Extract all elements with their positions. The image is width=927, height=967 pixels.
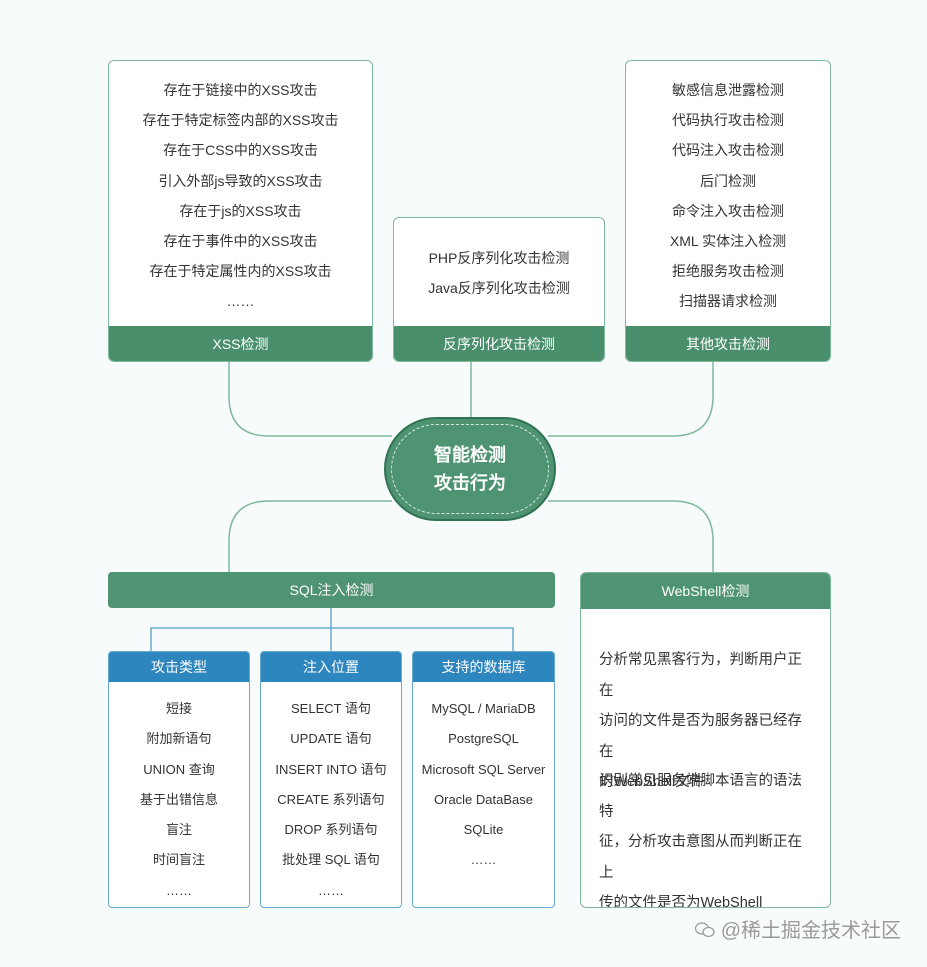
attack-type-item: 基于出错信息 bbox=[139, 791, 218, 807]
sql-attack-types-card: 攻击类型 短接 附加新语句 UNION 查询 基于出错信息 盲注 时间盲注 …… bbox=[108, 651, 250, 908]
xss-item: 存在于链接中的XSS攻击 bbox=[163, 82, 318, 98]
other-item: 命令注入攻击检测 bbox=[672, 202, 784, 219]
watermark: @稀土掘金技术社区 bbox=[694, 914, 901, 943]
database-item: Microsoft SQL Server bbox=[421, 761, 546, 777]
watermark-text: @稀土掘金技术社区 bbox=[720, 920, 901, 942]
xss-card: 存在于链接中的XSS攻击 存在于特定标签内部的XSS攻击 存在于CSS中的XSS… bbox=[108, 60, 373, 362]
position-item: CREATE 系列语句 bbox=[277, 791, 385, 807]
position-item: 批处理 SQL 语句 bbox=[282, 852, 380, 868]
other-item: 代码执行攻击检测 bbox=[672, 112, 784, 129]
sql-positions-list: SELECT 语句 UPDATE 语句 INSERT INTO 语句 CREAT… bbox=[261, 682, 401, 906]
xss-item: 存在于特定标签内部的XSS攻击 bbox=[142, 112, 339, 129]
xss-item: 存在于js的XSS攻击 bbox=[179, 202, 302, 219]
webshell-text-line: 的WebShell文件 bbox=[599, 774, 705, 790]
webshell-text-line: 访问的文件是否为服务器已经存在 bbox=[599, 713, 802, 760]
xss-title: XSS检测 bbox=[109, 326, 372, 361]
database-item: …… bbox=[470, 852, 497, 868]
center-label: 智能检测 攻击行为 bbox=[434, 441, 506, 497]
webshell-text-line: 分析常见黑客行为，判断用户正在 bbox=[599, 652, 802, 699]
webshell-paragraph-2: 识别常见服务端脚本语言的语法特 征，分析攻击意图从而判断正在上 传的文件是否为W… bbox=[599, 766, 816, 908]
center-node: 智能检测 攻击行为 bbox=[384, 417, 556, 521]
webshell-text-line: 识别常见服务端脚本语言的语法特 bbox=[599, 773, 802, 820]
other-item: 扫描器请求检测 bbox=[679, 293, 777, 310]
attack-type-item: 盲注 bbox=[165, 822, 192, 838]
position-item: DROP 系列语句 bbox=[284, 822, 378, 838]
connector-other bbox=[548, 361, 714, 437]
sql-title: SQL注入检测 bbox=[108, 572, 555, 608]
xss-item: 引入外部js导致的XSS攻击 bbox=[158, 172, 323, 189]
position-item: SELECT 语句 bbox=[291, 701, 371, 716]
deser-title: 反序列化攻击检测 bbox=[394, 326, 604, 361]
webshell-text-line: 征，分析攻击意图从而判断正在上 bbox=[599, 834, 802, 881]
connector-xss bbox=[228, 361, 392, 437]
other-title: 其他攻击检测 bbox=[626, 326, 830, 361]
center-line-1: 智能检测 bbox=[434, 445, 506, 465]
other-card: 敏感信息泄露检测 代码执行攻击检测 代码注入攻击检测 后门检测 命令注入攻击检测… bbox=[625, 60, 831, 362]
other-item: 后门检测 bbox=[700, 172, 756, 189]
deser-list: PHP反序列化攻击检测 Java反序列化攻击检测 bbox=[394, 243, 604, 303]
database-item: Oracle DataBase bbox=[434, 791, 533, 807]
connector-sql bbox=[228, 500, 392, 573]
database-item: MySQL / MariaDB bbox=[431, 701, 536, 716]
position-item: INSERT INTO 语句 bbox=[275, 761, 387, 777]
position-item: UPDATE 语句 bbox=[290, 731, 372, 747]
wechat-icon bbox=[694, 921, 715, 937]
xss-list: 存在于链接中的XSS攻击 存在于特定标签内部的XSS攻击 存在于CSS中的XSS… bbox=[109, 75, 372, 317]
attack-type-item: …… bbox=[166, 882, 192, 898]
connector-webshell bbox=[548, 500, 714, 573]
sql-attack-types-title: 攻击类型 bbox=[109, 652, 249, 682]
other-item: XML 实体注入检测 bbox=[669, 232, 787, 249]
attack-type-item: UNION 查询 bbox=[143, 761, 215, 777]
deser-card: PHP反序列化攻击检测 Java反序列化攻击检测 反序列化攻击检测 bbox=[393, 217, 605, 362]
database-item: SQLite bbox=[463, 822, 504, 838]
other-item: 拒绝服务攻击检测 bbox=[672, 263, 784, 280]
attack-type-item: 短接 bbox=[165, 701, 192, 716]
webshell-title: WebShell检测 bbox=[581, 573, 830, 609]
connector-sql-branch bbox=[150, 627, 514, 651]
webshell-paragraph-1: 分析常见黑客行为，判断用户正在 访问的文件是否为服务器已经存在 的WebShel… bbox=[599, 645, 816, 798]
deser-item: PHP反序列化攻击检测 bbox=[428, 250, 570, 266]
sql-positions-card: 注入位置 SELECT 语句 UPDATE 语句 INSERT INTO 语句 … bbox=[260, 651, 402, 908]
attack-type-item: 附加新语句 bbox=[146, 731, 212, 747]
webshell-card: WebShell检测 分析常见黑客行为，判断用户正在 访问的文件是否为服务器已经… bbox=[580, 572, 831, 908]
sql-databases-card: 支持的数据库 MySQL / MariaDB PostgreSQL Micros… bbox=[412, 651, 555, 908]
webshell-text-line: 传的文件是否为WebShell bbox=[599, 895, 763, 908]
attack-type-item: 时间盲注 bbox=[152, 852, 205, 868]
other-list: 敏感信息泄露检测 代码执行攻击检测 代码注入攻击检测 后门检测 命令注入攻击检测… bbox=[626, 75, 830, 317]
database-item: PostgreSQL bbox=[448, 731, 519, 747]
other-item: 敏感信息泄露检测 bbox=[672, 82, 784, 98]
xss-item: 存在于特定属性内的XSS攻击 bbox=[149, 263, 332, 280]
center-dashed-ring bbox=[391, 424, 549, 514]
xss-item: …… bbox=[226, 293, 255, 310]
position-item: …… bbox=[318, 882, 344, 898]
xss-item: 存在于事件中的XSS攻击 bbox=[163, 232, 318, 249]
xss-item: 存在于CSS中的XSS攻击 bbox=[163, 142, 318, 159]
sql-databases-list: MySQL / MariaDB PostgreSQL Microsoft SQL… bbox=[413, 682, 554, 876]
center-line-2: 攻击行为 bbox=[434, 473, 506, 493]
sql-positions-title: 注入位置 bbox=[261, 652, 401, 682]
other-item: 代码注入攻击检测 bbox=[672, 142, 784, 159]
sql-attack-types-list: 短接 附加新语句 UNION 查询 基于出错信息 盲注 时间盲注 …… bbox=[109, 682, 249, 906]
deser-item: Java反序列化攻击检测 bbox=[428, 280, 570, 297]
sql-databases-title: 支持的数据库 bbox=[413, 652, 554, 682]
